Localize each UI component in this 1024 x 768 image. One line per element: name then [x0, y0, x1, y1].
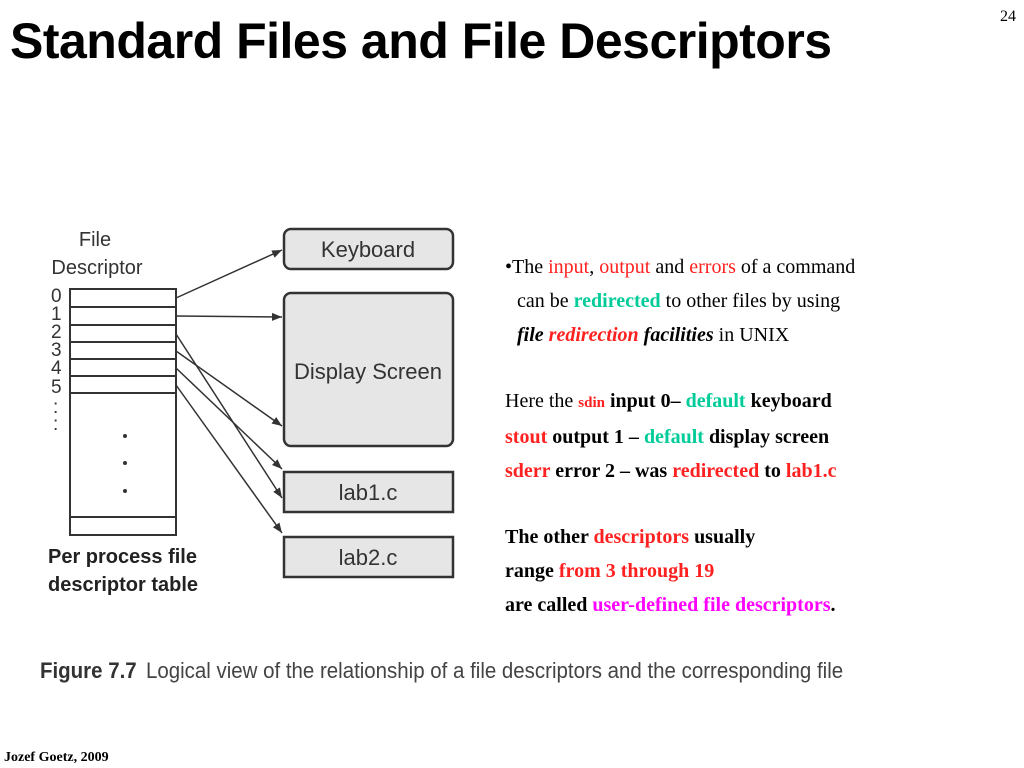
table-caption-line1: Per process file: [48, 546, 197, 568]
text-the-other: The other: [505, 526, 594, 548]
stdin-line: Here the sdin input 0– default keyboard: [505, 384, 855, 420]
fd-number-0: 0: [51, 286, 62, 307]
keyboard-label: Keyboard: [321, 237, 415, 262]
text-errors: errors: [689, 256, 736, 278]
text-stderr-redirected: redirected: [672, 460, 760, 482]
text-input: input: [548, 256, 590, 278]
fd-number-3: 3: [51, 340, 62, 361]
display-screen-label: Display Screen: [294, 359, 442, 384]
keyboard-box: Keyboard: [282, 227, 455, 271]
text-are-called: are called: [505, 594, 593, 616]
bullet: •: [505, 256, 513, 278]
slide-number: 24: [1000, 8, 1016, 25]
text-comma: ,: [589, 256, 595, 278]
paragraph-3-line1: The other descriptors usually: [505, 520, 855, 554]
text-output: output: [599, 256, 651, 278]
fd-number-4: 4: [51, 358, 62, 379]
text-the: The: [512, 256, 549, 278]
lab1-label: lab1.c: [339, 480, 398, 505]
paragraph-1-line3: file redirection facilities in UNIX: [505, 318, 855, 352]
arrow-fd2-lab1: [175, 333, 283, 499]
text-redirection: redirection: [548, 324, 639, 346]
figure-caption: Figure 7.7 Logical view of the relationsh…: [40, 658, 843, 684]
text-descriptors: descriptors: [593, 526, 690, 548]
text-to-other: to other files by using: [660, 290, 841, 312]
arrow-fd4-lab1: [175, 367, 283, 470]
descriptor-table: [69, 288, 177, 536]
arrow-fd0-keyboard: [175, 249, 283, 299]
text-here-the: Here the: [505, 390, 579, 412]
text-from-range: from 3 through 19: [558, 560, 715, 582]
lab2-label: lab2.c: [339, 545, 398, 570]
text-can-be: can be: [517, 290, 574, 312]
text-stderr-error: error 2 – was: [550, 460, 673, 482]
fd-header-line2: Descriptor: [51, 257, 142, 279]
text-sderr: sderr: [505, 460, 551, 482]
text-sdin: sdin: [578, 395, 605, 411]
table-caption-line2: descriptor table: [48, 574, 198, 596]
arrow-fd3-display: [175, 350, 283, 427]
fd-number-2: 2: [51, 322, 62, 343]
text-period: .: [830, 594, 836, 616]
arrow-fd1-display: [175, 312, 283, 321]
paragraph-1-line2: can be redirected to other files by usin…: [505, 284, 855, 318]
stderr-line: sderr error 2 – was redirected to lab1.c: [505, 454, 855, 488]
stdout-line: stout output 1 – default display screen: [505, 420, 855, 454]
author-footer: Jozef Goetz, 2009: [4, 750, 109, 765]
figure-text: Logical view of the relationship of a fi…: [145, 658, 844, 683]
fd-more-colon: :: [53, 397, 58, 418]
paragraph-3-line2: range from 3 through 19: [505, 554, 855, 588]
lab2-box: lab2.c: [282, 535, 455, 579]
text-stderr-lab1: lab1.c: [785, 460, 837, 482]
text-stdout-display: display screen: [703, 426, 830, 448]
text-stderr-to: to: [759, 460, 786, 482]
fd-number-5: 5: [51, 377, 62, 398]
display-screen-box: Display Screen: [282, 291, 455, 448]
paragraph-3-line3: are called user-defined file descriptors…: [505, 588, 855, 622]
lab1-box: lab1.c: [282, 470, 455, 514]
arrow-fd5-lab2: [175, 384, 283, 534]
text-of-command: of a command: [735, 256, 856, 278]
text-facilities: facilities: [643, 324, 714, 346]
figure-number: Figure 7.7: [40, 658, 137, 683]
slide-title: Standard Files and File Descriptors: [10, 13, 832, 69]
fd-header-line1: File: [79, 229, 111, 251]
text-stdout-output: output 1 –: [547, 426, 644, 448]
fd-number-1: 1: [51, 304, 62, 325]
explanation-text: •The input, output and errors of a comma…: [505, 250, 855, 622]
text-file: file: [517, 324, 544, 346]
text-stdin-default: default: [685, 390, 746, 412]
text-stdin-keyboard: keyboard: [745, 390, 832, 412]
fd-more-colon-2: :: [53, 414, 58, 435]
text-stout: stout: [505, 426, 548, 448]
paragraph-1-line1: •The input, output and errors of a comma…: [505, 250, 855, 284]
text-range: range: [505, 560, 559, 582]
mapping-arrows: [175, 249, 283, 534]
text-redirected: redirected: [573, 290, 661, 312]
text-in-unix: in UNIX: [713, 324, 790, 346]
text-stdout-default: default: [643, 426, 704, 448]
text-stdin-input: input 0–: [605, 390, 686, 412]
text-usually: usually: [689, 526, 756, 548]
text-user-defined: user-defined file descriptors: [592, 594, 831, 616]
text-and: and: [650, 256, 690, 278]
